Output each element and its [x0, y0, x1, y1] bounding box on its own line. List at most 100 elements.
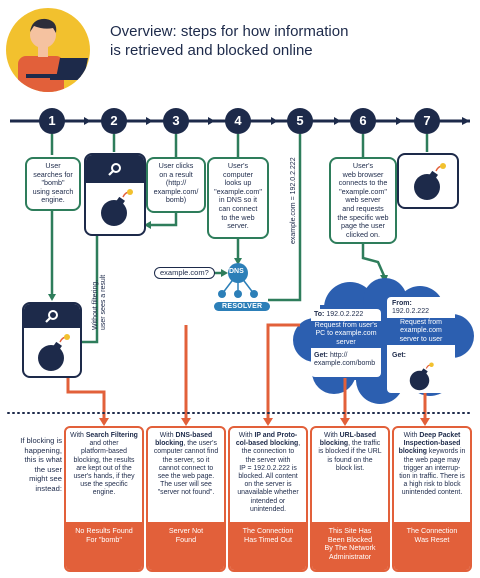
- card-line: is found on the: [327, 456, 373, 464]
- box-line: to the web: [221, 212, 255, 222]
- box-line: computer: [223, 169, 253, 179]
- card-line: the connection to: [241, 448, 295, 456]
- result-line: For "bomb": [86, 534, 122, 544]
- note-line: happening,: [24, 445, 62, 455]
- card-result: The Connection Was Reset: [394, 522, 470, 570]
- vlabel-line: Without filtering,: [92, 279, 99, 330]
- box-line: looks up: [224, 178, 252, 188]
- box-line: using search: [32, 186, 74, 196]
- card-dns-blocking: With DNS-based blocking, the user's comp…: [146, 426, 226, 572]
- card-line: trigger an interrup-: [403, 464, 461, 472]
- card-line: block list.: [335, 464, 365, 472]
- box-line: engine.: [41, 195, 65, 205]
- request-band-line: Request from user's: [314, 322, 378, 329]
- card-line: IP = 192.0.2.222 is: [239, 464, 297, 472]
- result-line: The Connection: [242, 526, 294, 535]
- step-3-number: 3: [172, 113, 180, 128]
- card-text: With Search Filtering and other platform…: [70, 432, 138, 497]
- timeline-arrows: [84, 117, 470, 125]
- step-7-bomb-window: [397, 153, 459, 209]
- box-line: can connect: [218, 203, 258, 213]
- request-get-label: Get:: [314, 352, 328, 359]
- result-line: By The Network: [324, 543, 376, 553]
- note-line: If blocking is: [20, 436, 62, 445]
- card-line: "server not found".: [157, 489, 215, 497]
- request-get-value-2: example.com/bomb: [314, 360, 376, 368]
- box-line: User clicks: [158, 161, 194, 170]
- card-url-blocking: With URL-based blocking, the traffic is …: [310, 426, 390, 572]
- bomb-icon: [38, 334, 70, 371]
- box-line: User: [45, 161, 61, 170]
- step-1-result-window: [22, 302, 82, 378]
- card-line: intended or: [250, 497, 286, 505]
- result-line: Administrator: [328, 551, 372, 561]
- card-text: With URL-based blocking, the traffic is …: [312, 428, 388, 473]
- step-6-box: User's web browser connects to the "exam…: [329, 157, 397, 244]
- box-line: web browser: [342, 169, 384, 179]
- card-text: With DNS-based blocking, the user's comp…: [148, 428, 224, 498]
- card-line: computer cannot find: [153, 448, 219, 456]
- result-window-header: [86, 155, 144, 183]
- request-to-value: 192.0.2.222: [326, 311, 364, 318]
- result-line: Has Timed Out: [244, 534, 292, 544]
- dns-query-label: example.com?: [154, 267, 215, 279]
- response-band-line: server to user: [399, 335, 443, 343]
- note-line: the user: [34, 464, 62, 474]
- box-line: server.: [227, 221, 249, 231]
- card-text: With Deep Packet Inspection-based blocki…: [398, 432, 466, 497]
- card-result: The Connection Has Timed Out: [230, 522, 306, 570]
- card-line: platform-based: [81, 448, 127, 456]
- search-icon: [108, 163, 121, 176]
- result-line: Was Reset: [414, 534, 450, 544]
- card-line: see the web page.: [157, 473, 215, 481]
- response-band-line: example.com: [400, 327, 442, 335]
- without-filtering-label: Without filtering, user sees a result: [92, 275, 108, 330]
- orange-connectors: [66, 323, 427, 424]
- response-from-value: 192.0.2.222: [392, 308, 429, 316]
- card-line: on the server is: [244, 481, 292, 489]
- step-2-number: 2: [110, 113, 118, 128]
- request-get-value: http://: [329, 352, 348, 359]
- box-line: and requests: [342, 203, 384, 213]
- card-line: tion in traffic. There is: [399, 473, 465, 481]
- step-5-number: 5: [296, 113, 304, 128]
- step-circles: [39, 108, 440, 134]
- title-line-1: Overview: steps for how information: [110, 23, 349, 40]
- bomb-icon: [101, 189, 133, 226]
- box-line: "example.com": [214, 186, 262, 196]
- card-line: the web page may: [403, 456, 461, 464]
- step-3-box: User clicks on a result (http:// example…: [146, 157, 206, 213]
- card-line: is blocked if the URL: [318, 448, 382, 456]
- box-line: web server: [345, 195, 381, 205]
- box-line: clicked on.: [346, 229, 380, 239]
- dns-resolver-graphic: [218, 263, 258, 298]
- step-1-number: 1: [48, 113, 56, 128]
- note-line: this is what: [24, 455, 62, 464]
- box-line: bomb): [165, 195, 187, 205]
- result-line: The Connection: [406, 526, 458, 535]
- step-4-number: 4: [234, 113, 242, 128]
- box-line: the specific web: [337, 212, 389, 222]
- card-line: are kept out of the: [76, 464, 132, 472]
- card-result: Server Not Found: [148, 522, 224, 570]
- search-icon: [45, 310, 58, 323]
- card-line: use the specific: [80, 481, 128, 489]
- result-window-header: [24, 304, 80, 328]
- request-get: Get: http:// example.com/bomb: [314, 352, 375, 369]
- blocking-note: If blocking is happening, this is what t…: [4, 436, 62, 493]
- dns-answer-label: example.com = 192.0.2.222: [290, 157, 298, 244]
- title-line-2: is retrieved and blocked online: [110, 42, 313, 59]
- response-text: From: 192.0.2.222: [392, 300, 429, 317]
- result-line: This Site Has: [328, 526, 372, 535]
- card-line: unintended.: [249, 505, 287, 513]
- box-line: searches for: [33, 169, 73, 179]
- user-avatar: [6, 8, 90, 92]
- box-line: "example.com": [339, 186, 387, 196]
- box-line: (http://: [165, 178, 187, 188]
- bomb-icon: [414, 163, 446, 200]
- card-line: blocking, the results: [73, 456, 135, 464]
- bomb-icon: [409, 362, 434, 391]
- card-dpi-blocking: With Deep Packet Inspection-based blocki…: [392, 426, 472, 572]
- request-band: Request from user's PC to example.com se…: [311, 321, 381, 348]
- step-2-result-window: [84, 153, 146, 236]
